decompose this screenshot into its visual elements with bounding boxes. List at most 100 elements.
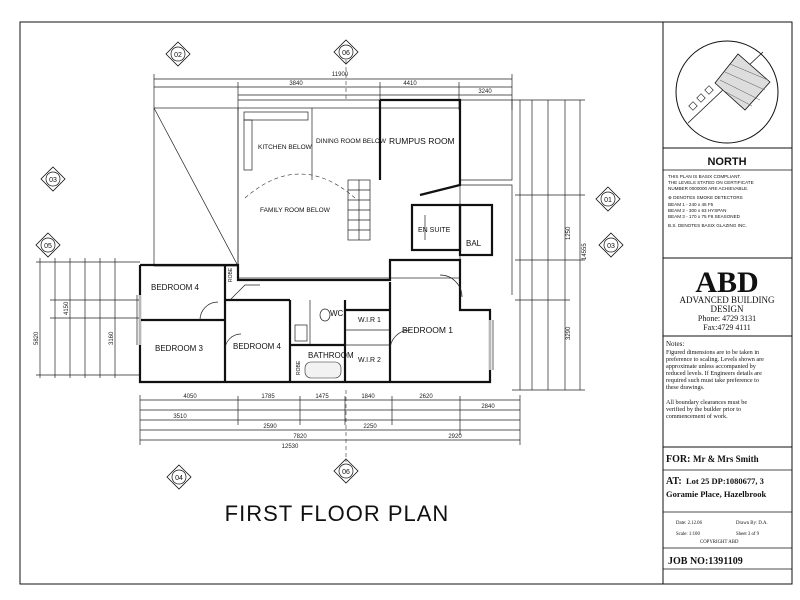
north-label: NORTH [707, 156, 746, 168]
dim-bottom-r2-2: 2250 [363, 424, 377, 430]
svg-text:approximate unless accompanied: approximate unless accompanied by [666, 363, 757, 370]
section-marker-03-left: 03 [40, 166, 66, 192]
drawing-title: FIRST FLOOR PLAN [225, 501, 450, 526]
section-marker-03-right: 03 [598, 232, 624, 258]
dim-left-a: 4150 [64, 301, 70, 315]
bathtub [304, 361, 342, 379]
svg-text:03: 03 [607, 243, 615, 250]
svg-text:preference to scaling. Levels: preference to scaling. Levels shown are [666, 356, 764, 363]
svg-text:THIS PLAN IS BASIX COMPLIANT.: THIS PLAN IS BASIX COMPLIANT. [668, 174, 741, 179]
client-name: Mr & Mrs Smith [693, 454, 759, 464]
dim-bottom-r2-3: 2840 [481, 404, 495, 410]
svg-text:01: 01 [604, 197, 612, 204]
dim-right-b: 1250 [566, 226, 572, 240]
label-dining: DINING ROOM BELOW [316, 138, 387, 145]
svg-text:BEAM 3 - 170 x 75 F8 SEASONED: BEAM 3 - 170 x 75 F8 SEASONED [668, 214, 741, 219]
section-marker-06-top: 06 [333, 39, 359, 65]
company-phone: Phone: 4729 3131 [698, 314, 756, 323]
basix-notes: THIS PLAN IS BASIX COMPLIANT. THE LEVELS… [668, 174, 754, 228]
dim-left-total: 5820 [34, 331, 40, 345]
company-logo: ABD [695, 266, 758, 299]
drawing-scale: Scale: 1:100 [676, 532, 700, 537]
dim-bottom-r2-1: 2590 [263, 424, 277, 430]
section-marker-01: 01 [595, 186, 621, 212]
svg-text:B.S. DENOTES BASIX GLAZING INC: B.S. DENOTES BASIX GLAZING INC. [668, 223, 747, 228]
dim-top-a: 3840 [289, 81, 303, 87]
section-marker-06-bottom: 06 [333, 458, 359, 484]
address-line-2: Goramie Place, Hazelbrook [666, 489, 766, 499]
svg-text:06: 06 [342, 469, 350, 476]
label-bedroom-3: BEDROOM 3 [155, 344, 204, 353]
sheet-number: Sheet 3 of 9 [736, 532, 760, 537]
company-fax: Fax:4729 4111 [703, 323, 751, 332]
svg-text:BEAM 2 - 300 x 63 HYSPAN: BEAM 2 - 300 x 63 HYSPAN [668, 208, 726, 213]
notes-title: Notes: [666, 340, 684, 348]
dim-bottom-r1-2: 1475 [315, 394, 329, 400]
dim-bottom-total: 12530 [282, 444, 299, 450]
label-bathroom: BATHROOM [308, 351, 354, 360]
svg-text:BEAM 1 - 240 x 45 F5: BEAM 1 - 240 x 45 F5 [668, 202, 714, 207]
svg-text:06: 06 [342, 50, 350, 57]
label-wir-1: W.I.R 1 [358, 317, 381, 324]
dimension-lines: 11900 3840 4410 3240 4050 1785 1475 1840… [34, 72, 588, 450]
north-arrow [675, 40, 779, 144]
svg-text:commencement of work.: commencement of work. [666, 413, 728, 420]
dim-bottom-r2-0: 3510 [173, 414, 187, 420]
svg-text:required such must take prefer: required such must take preference to [666, 377, 759, 384]
section-marker-04: 04 [166, 464, 192, 490]
section-marker-05: 05 [35, 232, 61, 258]
section-markers: 02 06 03 05 01 03 04 [35, 39, 624, 490]
dim-bottom-c: 2920 [448, 434, 462, 440]
dim-bottom-r1-1: 1785 [261, 394, 275, 400]
general-notes: Figured dimensions are to be taken in pr… [666, 349, 764, 420]
svg-text:reduced levels. If Engineers d: reduced levels. If Engineers details are [666, 370, 762, 377]
svg-text:All boundary clearances must b: All boundary clearances must be [666, 399, 747, 406]
label-bedroom-4b: BEDROOM 4 [233, 342, 282, 351]
toilet [319, 308, 331, 322]
label-robe-2: ROBE [296, 360, 302, 375]
dim-bottom-b: 7820 [293, 434, 307, 440]
label-ensuite: EN SUITE [418, 227, 451, 234]
address-line-1: Lot 25 DP:1080677, 3 [686, 476, 764, 486]
dim-right-a: 3290 [566, 326, 572, 340]
label-wir-2: W.I.R 2 [358, 357, 381, 364]
label-bedroom-1: BEDROOM 1 [402, 325, 453, 335]
drawn-by: Drawn By: D.A. [736, 521, 768, 526]
label-family: FAMILY ROOM BELOW [260, 207, 331, 214]
label-rumpus: RUMPUS ROOM [389, 136, 455, 146]
label-wc: WC [330, 309, 344, 318]
for-label: FOR: [666, 454, 690, 465]
vanity [294, 324, 308, 342]
company-name-2: DESIGN [711, 304, 744, 314]
svg-text:⊗ DENOTES SMOKE DETECTORS: ⊗ DENOTES SMOKE DETECTORS [668, 195, 743, 200]
svg-text:THE LEVELS STATED ON CERTIFICA: THE LEVELS STATED ON CERTIFICATE [668, 180, 754, 185]
dim-bottom-r1-4: 2620 [419, 394, 433, 400]
void-area [237, 107, 461, 279]
floor-plan [136, 98, 513, 384]
company-name: ADVANCED BUILDING [679, 295, 775, 305]
label-bedroom-4a: BEDROOM 4 [151, 283, 200, 292]
section-marker-02: 02 [165, 41, 191, 67]
svg-text:04: 04 [175, 475, 183, 482]
sheet-border [19, 21, 793, 585]
job-number: JOB NO:1391109 [668, 556, 743, 567]
svg-text:Figured dimensions are to be t: Figured dimensions are to be taken in [666, 349, 759, 356]
svg-text:verified by the builder prior: verified by the builder prior to [666, 406, 741, 413]
title-block: NORTH THIS PLAN IS BASIX COMPLIANT. THE … [662, 22, 792, 584]
dim-right-total: 14555 [582, 243, 588, 260]
dim-top-c: 3240 [478, 89, 492, 95]
dim-left-b: 3160 [109, 331, 115, 345]
dim-top-b: 4410 [403, 81, 417, 87]
dim-bottom-r1-0: 4050 [183, 394, 197, 400]
copyright: COPYRIGHT ABD [700, 540, 739, 545]
label-balcony: BAL [466, 239, 482, 248]
svg-text:these drawings.: these drawings. [666, 384, 705, 391]
at-label: AT: [666, 476, 682, 487]
svg-text:NUMBER 0000000 ARE ACHIEVABLE.: NUMBER 0000000 ARE ACHIEVABLE. [668, 186, 748, 191]
svg-text:02: 02 [174, 52, 182, 59]
room-labels: KITCHEN BELOW DINING ROOM BELOW RUMPUS R… [151, 136, 482, 375]
svg-text:05: 05 [44, 243, 52, 250]
drawing-date: Date: 2.12.06 [676, 521, 703, 526]
dim-top-total: 11900 [332, 72, 349, 78]
dim-bottom-r1-3: 1840 [361, 394, 375, 400]
